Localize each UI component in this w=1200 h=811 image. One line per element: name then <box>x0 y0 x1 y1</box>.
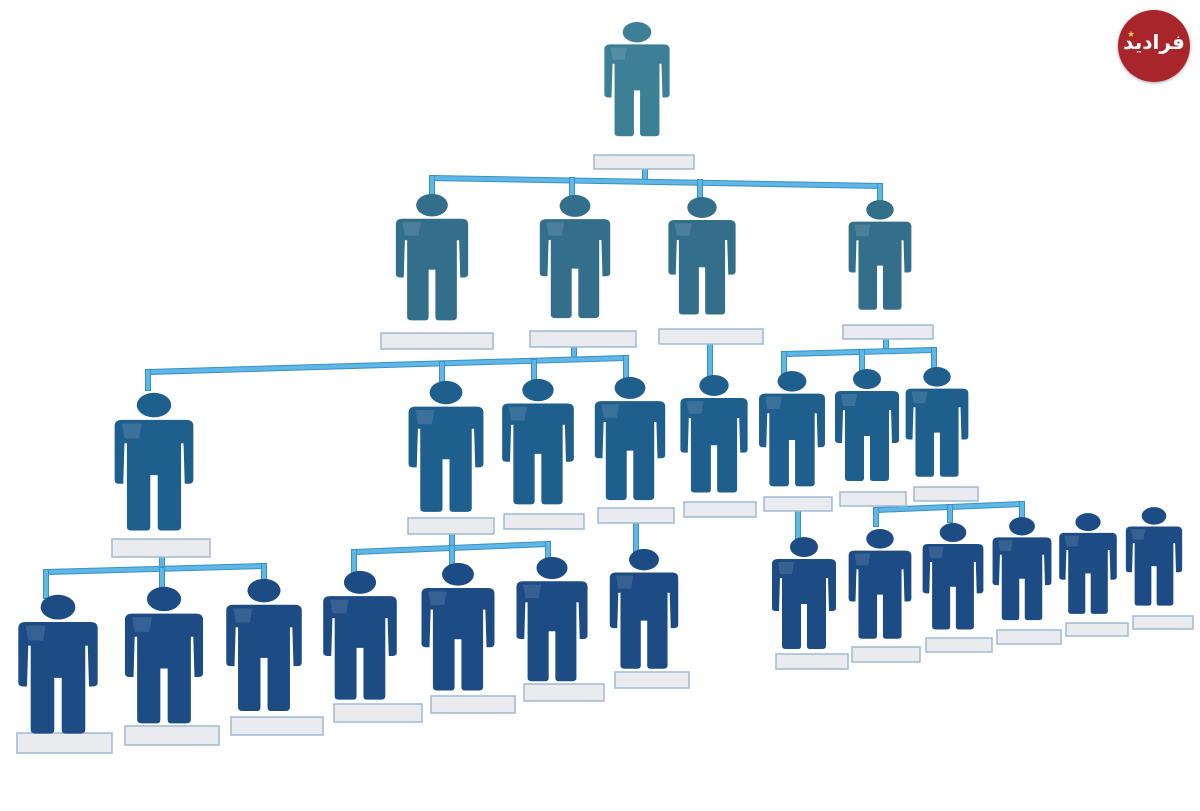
watermark-text: فرادید <box>1123 30 1185 54</box>
name-box-level3-6 <box>763 496 833 512</box>
name-box-level4-9 <box>851 646 921 663</box>
name-box-level2-4 <box>842 324 934 340</box>
name-box-level4-5 <box>430 695 516 714</box>
name-box-level2-1 <box>380 332 494 350</box>
person-icon-level4-5 <box>421 562 495 691</box>
name-box-level4-1 <box>16 732 113 754</box>
star-icon: ★ <box>1127 30 1136 40</box>
person-icon-level4-12 <box>1059 513 1117 614</box>
name-box-level4-8 <box>775 653 849 670</box>
name-box-level4-4 <box>333 703 423 723</box>
person-icon-level4-6 <box>516 556 588 682</box>
connector-lines <box>42 162 1026 599</box>
person-icon-level2-2 <box>539 194 611 319</box>
name-box-level4-11 <box>996 629 1062 645</box>
name-box-ceo <box>593 154 695 170</box>
watermark-logo: ★ فرادید <box>1118 10 1190 82</box>
person-icon-ceo <box>604 21 670 137</box>
person-icon-level4-2 <box>124 586 204 724</box>
person-icon-level2-4 <box>848 200 912 310</box>
person-icon-level4-8 <box>772 537 836 649</box>
name-box-level4-13 <box>1132 615 1194 630</box>
name-box-level2-3 <box>658 328 764 345</box>
name-box-level4-12 <box>1065 622 1129 637</box>
name-box-level4-2 <box>124 725 220 746</box>
person-icon-level3-2 <box>408 380 484 512</box>
person-icon-level2-3 <box>668 196 736 315</box>
name-box-level4-3 <box>230 716 324 736</box>
person-icon-level3-7 <box>835 369 899 481</box>
name-box-level2-2 <box>529 330 637 348</box>
name-box-level3-2 <box>407 517 495 535</box>
name-boxes <box>16 154 1194 754</box>
name-box-level3-3 <box>503 513 585 530</box>
name-box-level3-5 <box>683 501 757 518</box>
person-icon-level4-9 <box>848 529 912 639</box>
person-icon-level4-10 <box>922 523 984 630</box>
person-icon-level4-1 <box>18 594 98 734</box>
name-box-level4-10 <box>925 637 993 653</box>
person-icon-level3-6 <box>759 370 825 487</box>
person-icon-level2-1 <box>395 193 469 321</box>
name-box-level3-8 <box>913 486 979 502</box>
person-icon-level4-13 <box>1125 507 1183 606</box>
name-box-level3-1 <box>111 538 211 558</box>
person-icon-level3-4 <box>594 376 666 501</box>
person-icon-level3-8 <box>905 367 969 477</box>
people <box>18 21 1183 734</box>
person-icon-level4-7 <box>609 548 679 669</box>
person-icon-level4-4 <box>323 570 397 700</box>
name-box-level3-4 <box>597 507 675 524</box>
person-icon-level3-1 <box>114 392 194 531</box>
person-icon-level4-11 <box>992 517 1052 621</box>
name-box-level4-7 <box>614 671 690 689</box>
name-box-level3-7 <box>839 491 907 507</box>
person-icon-level3-3 <box>502 378 574 505</box>
name-box-level4-6 <box>523 683 605 702</box>
person-icon-level3-5 <box>680 374 748 493</box>
person-icon-level4-3 <box>226 578 302 711</box>
